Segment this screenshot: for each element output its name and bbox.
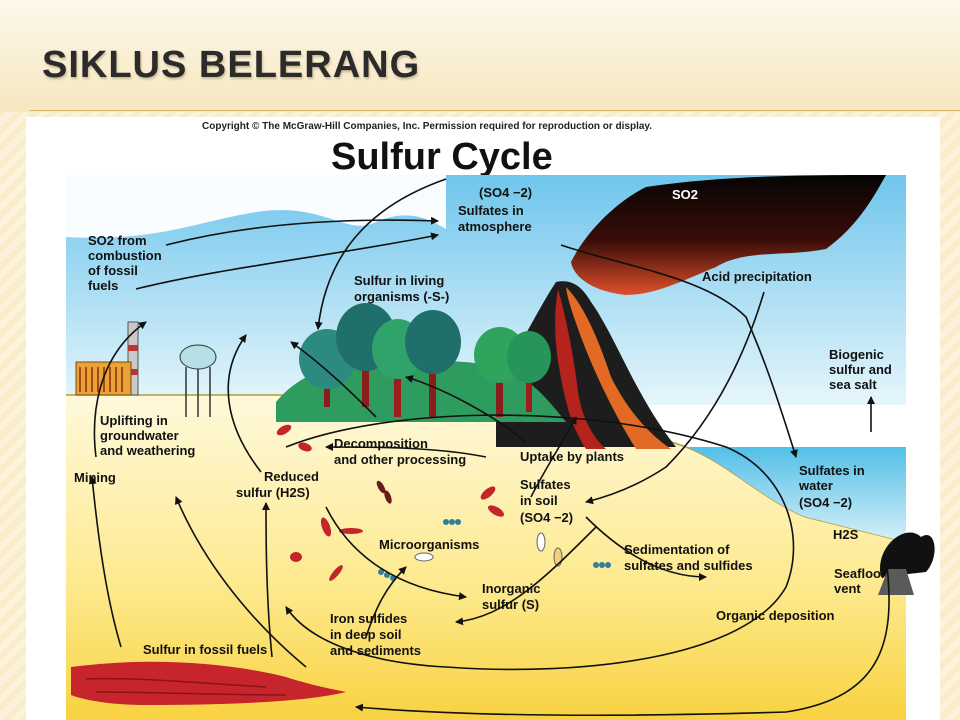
label-biogenic: Biogenic sulfur and sea salt (829, 347, 895, 392)
title-band (0, 0, 960, 112)
title-rule (30, 110, 960, 111)
forest (299, 303, 551, 417)
white-cloud (66, 175, 446, 238)
label-sedimentation: Sedimentation of sulfates and sulfides (624, 542, 753, 573)
label-uptake: Uptake by plants (520, 449, 624, 464)
label-reduced-sulfur: Reduced sulfur (H2S) (236, 469, 323, 500)
label-iron-sulfides: Iron sulfides in deep soil and sediments (330, 611, 421, 658)
soil (66, 395, 906, 720)
label-inorganic-sulfur: Inorganic sulfur (S) (482, 581, 544, 612)
label-seafloor-vent: Seafloor vent (834, 566, 890, 596)
label-organic-deposition: Organic deposition (716, 608, 835, 623)
cycle-arrows (88, 178, 890, 717)
label-microorganisms: Microorganisms (379, 537, 479, 552)
label-mining: Mining (74, 470, 116, 485)
sea (686, 447, 906, 542)
label-h2s: H2S (833, 527, 859, 542)
label-decomposition: Decomposition and other processing (334, 436, 466, 467)
water-tower (179, 344, 217, 417)
label-uplifting: Uplifting in groundwater and weathering (100, 413, 195, 458)
label-sulfates-water: Sulfates in water (SO4 −2) (798, 463, 868, 510)
diagram-title: Sulfur Cycle (331, 136, 553, 178)
diagram-frame: Copyright © The McGraw-Hill Companies, I… (26, 117, 940, 720)
slide-title: SIKLUS BELERANG (42, 44, 421, 86)
sulfur-cycle-diagram: Copyright © The McGraw-Hill Companies, I… (66, 121, 935, 720)
label-living-organisms: Sulfur in living organisms (-S-) (354, 273, 449, 304)
label-acid-precipitation: Acid precipitation (702, 269, 812, 284)
so2-cloud-label: SO2 (672, 187, 698, 202)
label-fossil-fuels: Sulfur in fossil fuels (143, 642, 267, 657)
label-sulfates-soil: Sulfates in soil (SO4 −2) (520, 477, 574, 525)
label-atmosphere-formula: (SO4 −2) (479, 185, 532, 200)
copyright-notice: Copyright © The McGraw-Hill Companies, I… (202, 121, 652, 132)
seafloor-vent (878, 532, 935, 595)
lava-flow-inner (555, 289, 606, 449)
lava-flow (566, 287, 671, 449)
label-so2-combustion: SO2 from combustion of fossil fuels (88, 233, 165, 293)
so2-cloud (571, 175, 886, 295)
label-sulfates-atmosphere: Sulfates in atmosphere (458, 203, 532, 234)
